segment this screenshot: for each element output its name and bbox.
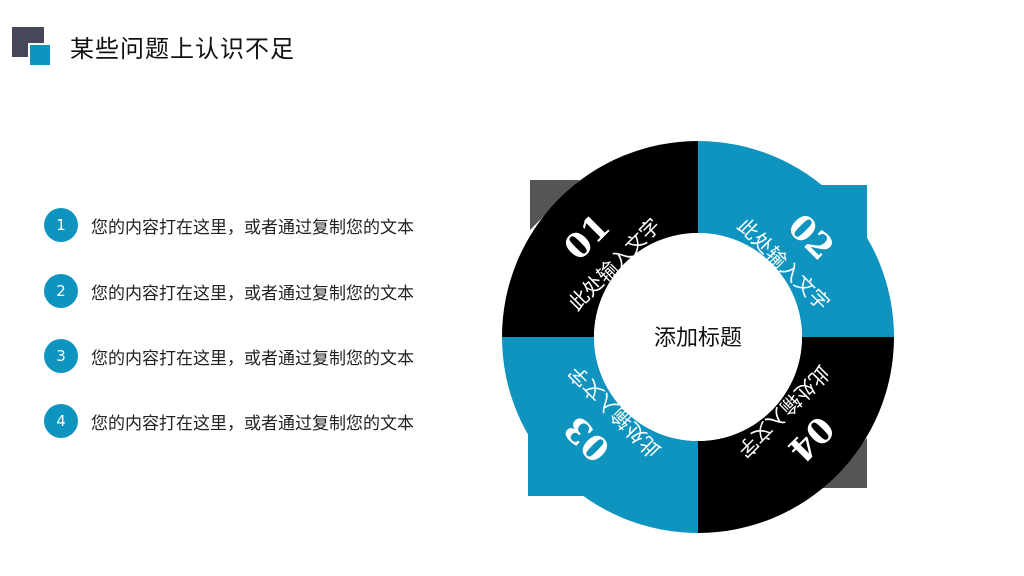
list-item-number: 1 (44, 208, 78, 242)
title-logo (12, 27, 54, 67)
list-item: 3 您的内容打在这里，或者通过复制您的文本 (44, 339, 414, 373)
page-title: 某些问题上认识不足 (70, 35, 295, 63)
list-item-number: 3 (44, 339, 78, 373)
segment-02 (698, 141, 894, 337)
logo-blue-square (28, 43, 52, 67)
list-item: 1 您的内容打在这里，或者通过复制您的文本 (44, 208, 414, 242)
ring-diagram: 添加标题 01 此处输入文字 02 此处输入文字 03 此处输入文字 04 此处… (502, 141, 894, 533)
segment-04 (698, 337, 894, 533)
segment-03-corner (528, 428, 588, 496)
list-item-text: 您的内容打在这里，或者通过复制您的文本 (91, 283, 414, 304)
list-item-text: 您的内容打在这里，或者通过复制您的文本 (91, 348, 414, 369)
list-item-text: 您的内容打在这里，或者通过复制您的文本 (91, 413, 414, 434)
list-item-number: 4 (44, 404, 78, 438)
segment-02-corner (810, 185, 867, 245)
list-item-text: 您的内容打在这里，或者通过复制您的文本 (91, 217, 414, 238)
list-item: 4 您的内容打在这里，或者通过复制您的文本 (44, 404, 414, 438)
center-title: 添加标题 (654, 326, 742, 351)
list-item-number: 2 (44, 274, 78, 308)
segment-01 (502, 141, 698, 337)
segment-03 (502, 337, 698, 533)
ring-center (594, 233, 802, 441)
list-item: 2 您的内容打在这里，或者通过复制您的文本 (44, 274, 414, 308)
